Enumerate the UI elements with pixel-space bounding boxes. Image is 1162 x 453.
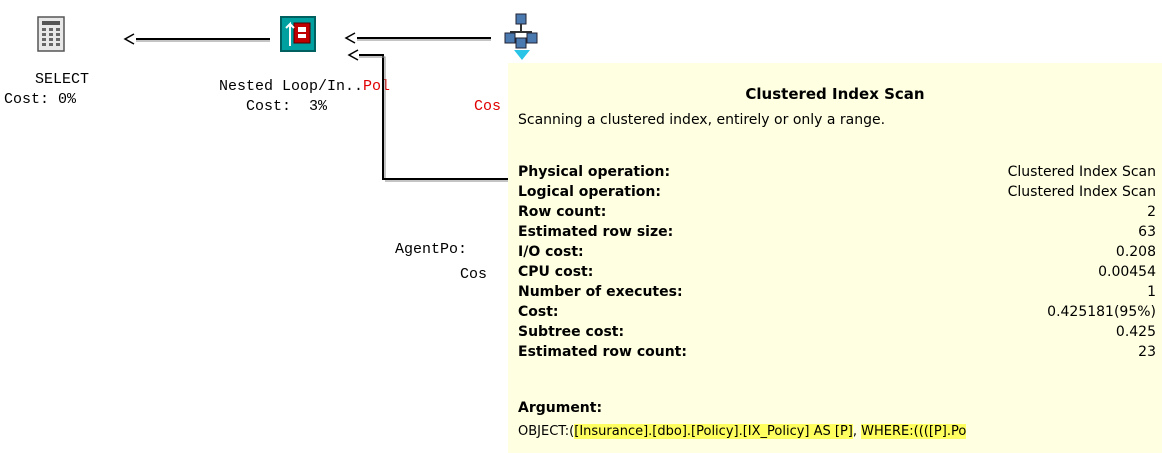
- property-key: Number of executes:: [518, 284, 683, 300]
- property-key: Estimated row size:: [518, 224, 674, 240]
- property-key: Cost:: [518, 304, 559, 320]
- property-value: 1: [1147, 284, 1156, 300]
- policy-node-cost: Cos: [474, 98, 502, 115]
- nested-loop-node-cost: Cost: 3%: [246, 98, 328, 115]
- property-key: Subtree cost:: [518, 324, 625, 340]
- tooltip-property-row: Cost: 0.425181(95%): [518, 302, 1158, 322]
- property-key: CPU cost:: [518, 264, 594, 280]
- flow-arrow-top-input: [343, 30, 493, 44]
- tooltip-property-row: Subtree cost: 0.425: [518, 322, 1158, 342]
- property-value: 0.00454: [1098, 264, 1156, 280]
- tooltip-property-row: Physical operation: Clustered Index Scan: [518, 162, 1158, 182]
- property-value: 2: [1147, 204, 1156, 220]
- tooltip-argument: OBJECT:([Insurance].[dbo].[Policy].[IX_P…: [518, 424, 967, 439]
- property-value: 23: [1138, 344, 1156, 360]
- nested-loop-icon[interactable]: [280, 16, 316, 52]
- tooltip-title: Clustered Index Scan: [745, 85, 925, 103]
- select-node-name: SELECT: [35, 71, 90, 88]
- tooltip-property-row: CPU cost: 0.00454: [518, 262, 1158, 282]
- argument-where: WHERE:((([P].Po: [861, 424, 967, 439]
- flow-arrow-bottom-input: [343, 45, 508, 185]
- clustered-index-scan-icon[interactable]: [502, 12, 542, 62]
- argument-prefix: OBJECT:(: [518, 424, 575, 439]
- select-node-cost: Cost: 0%: [4, 91, 77, 108]
- tooltip-property-row: Estimated row count: 23: [518, 342, 1158, 362]
- agent-policy-node-name: AgentPo:: [395, 241, 468, 258]
- property-value: Clustered Index Scan: [1007, 164, 1156, 180]
- tooltip-property-row: I/O cost: 0.208: [518, 242, 1158, 262]
- tooltip-argument-label: Argument:: [518, 400, 603, 416]
- select-operator-icon[interactable]: [37, 16, 69, 52]
- tooltip-property-row: Logical operation: Clustered Index Scan: [518, 182, 1158, 202]
- tooltip-description: Scanning a clustered index, entirely or …: [518, 112, 886, 128]
- agent-policy-node-cost: Cos: [460, 266, 488, 283]
- property-key: Estimated row count:: [518, 344, 687, 360]
- property-value: 0.208: [1115, 244, 1156, 260]
- property-value: 0.425181(95%): [1047, 304, 1156, 320]
- tooltip-property-row: Number of executes: 1: [518, 282, 1158, 302]
- property-value: Clustered Index Scan: [1007, 184, 1156, 200]
- operator-tooltip: Clustered Index Scan Scanning a clustere…: [508, 63, 1162, 453]
- tooltip-property-row: Estimated row size: 63: [518, 222, 1158, 242]
- argument-object: [Insurance].[dbo].[Policy].[IX_Policy] A…: [574, 424, 853, 439]
- property-value: 63: [1138, 224, 1156, 240]
- property-value: 0.425: [1115, 324, 1156, 340]
- property-key: I/O cost:: [518, 244, 584, 260]
- flow-arrow-select: [122, 31, 272, 45]
- property-key: Row count:: [518, 204, 607, 220]
- property-key: Logical operation:: [518, 184, 661, 200]
- argument-separator: ,: [852, 424, 862, 439]
- property-key: Physical operation:: [518, 164, 671, 180]
- tooltip-property-row: Row count: 2: [518, 202, 1158, 222]
